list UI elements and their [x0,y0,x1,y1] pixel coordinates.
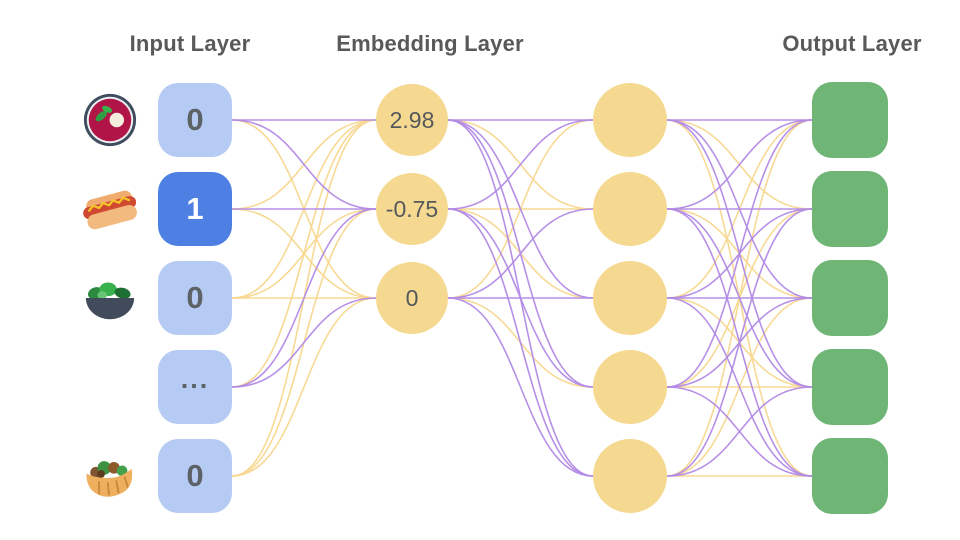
borscht-icon [80,90,140,150]
output-node [812,82,888,158]
hidden-node [593,172,667,246]
output-node [812,171,888,247]
embedding-node: 2.98 [376,84,448,156]
hidden-node [593,439,667,513]
hidden-node [593,350,667,424]
pita-icon [80,446,140,506]
embedding-node: 0 [376,262,448,334]
input-node: 1 [158,172,232,246]
input-node: 0 [158,261,232,335]
output-node [812,260,888,336]
hotdog-icon [80,179,140,239]
input-layer-title: Input Layer [129,31,251,56]
salad-icon [80,268,140,328]
embedding-layer-title: Embedding Layer [336,31,524,56]
output-layer-title: Output Layer [782,31,922,56]
hidden-node [593,261,667,335]
input-node: 0 [158,83,232,157]
hidden-node [593,83,667,157]
input-node: 0 [158,439,232,513]
output-node [812,438,888,514]
input-node: ... [158,350,232,424]
output-node [812,349,888,425]
embedding-node: -0.75 [376,173,448,245]
